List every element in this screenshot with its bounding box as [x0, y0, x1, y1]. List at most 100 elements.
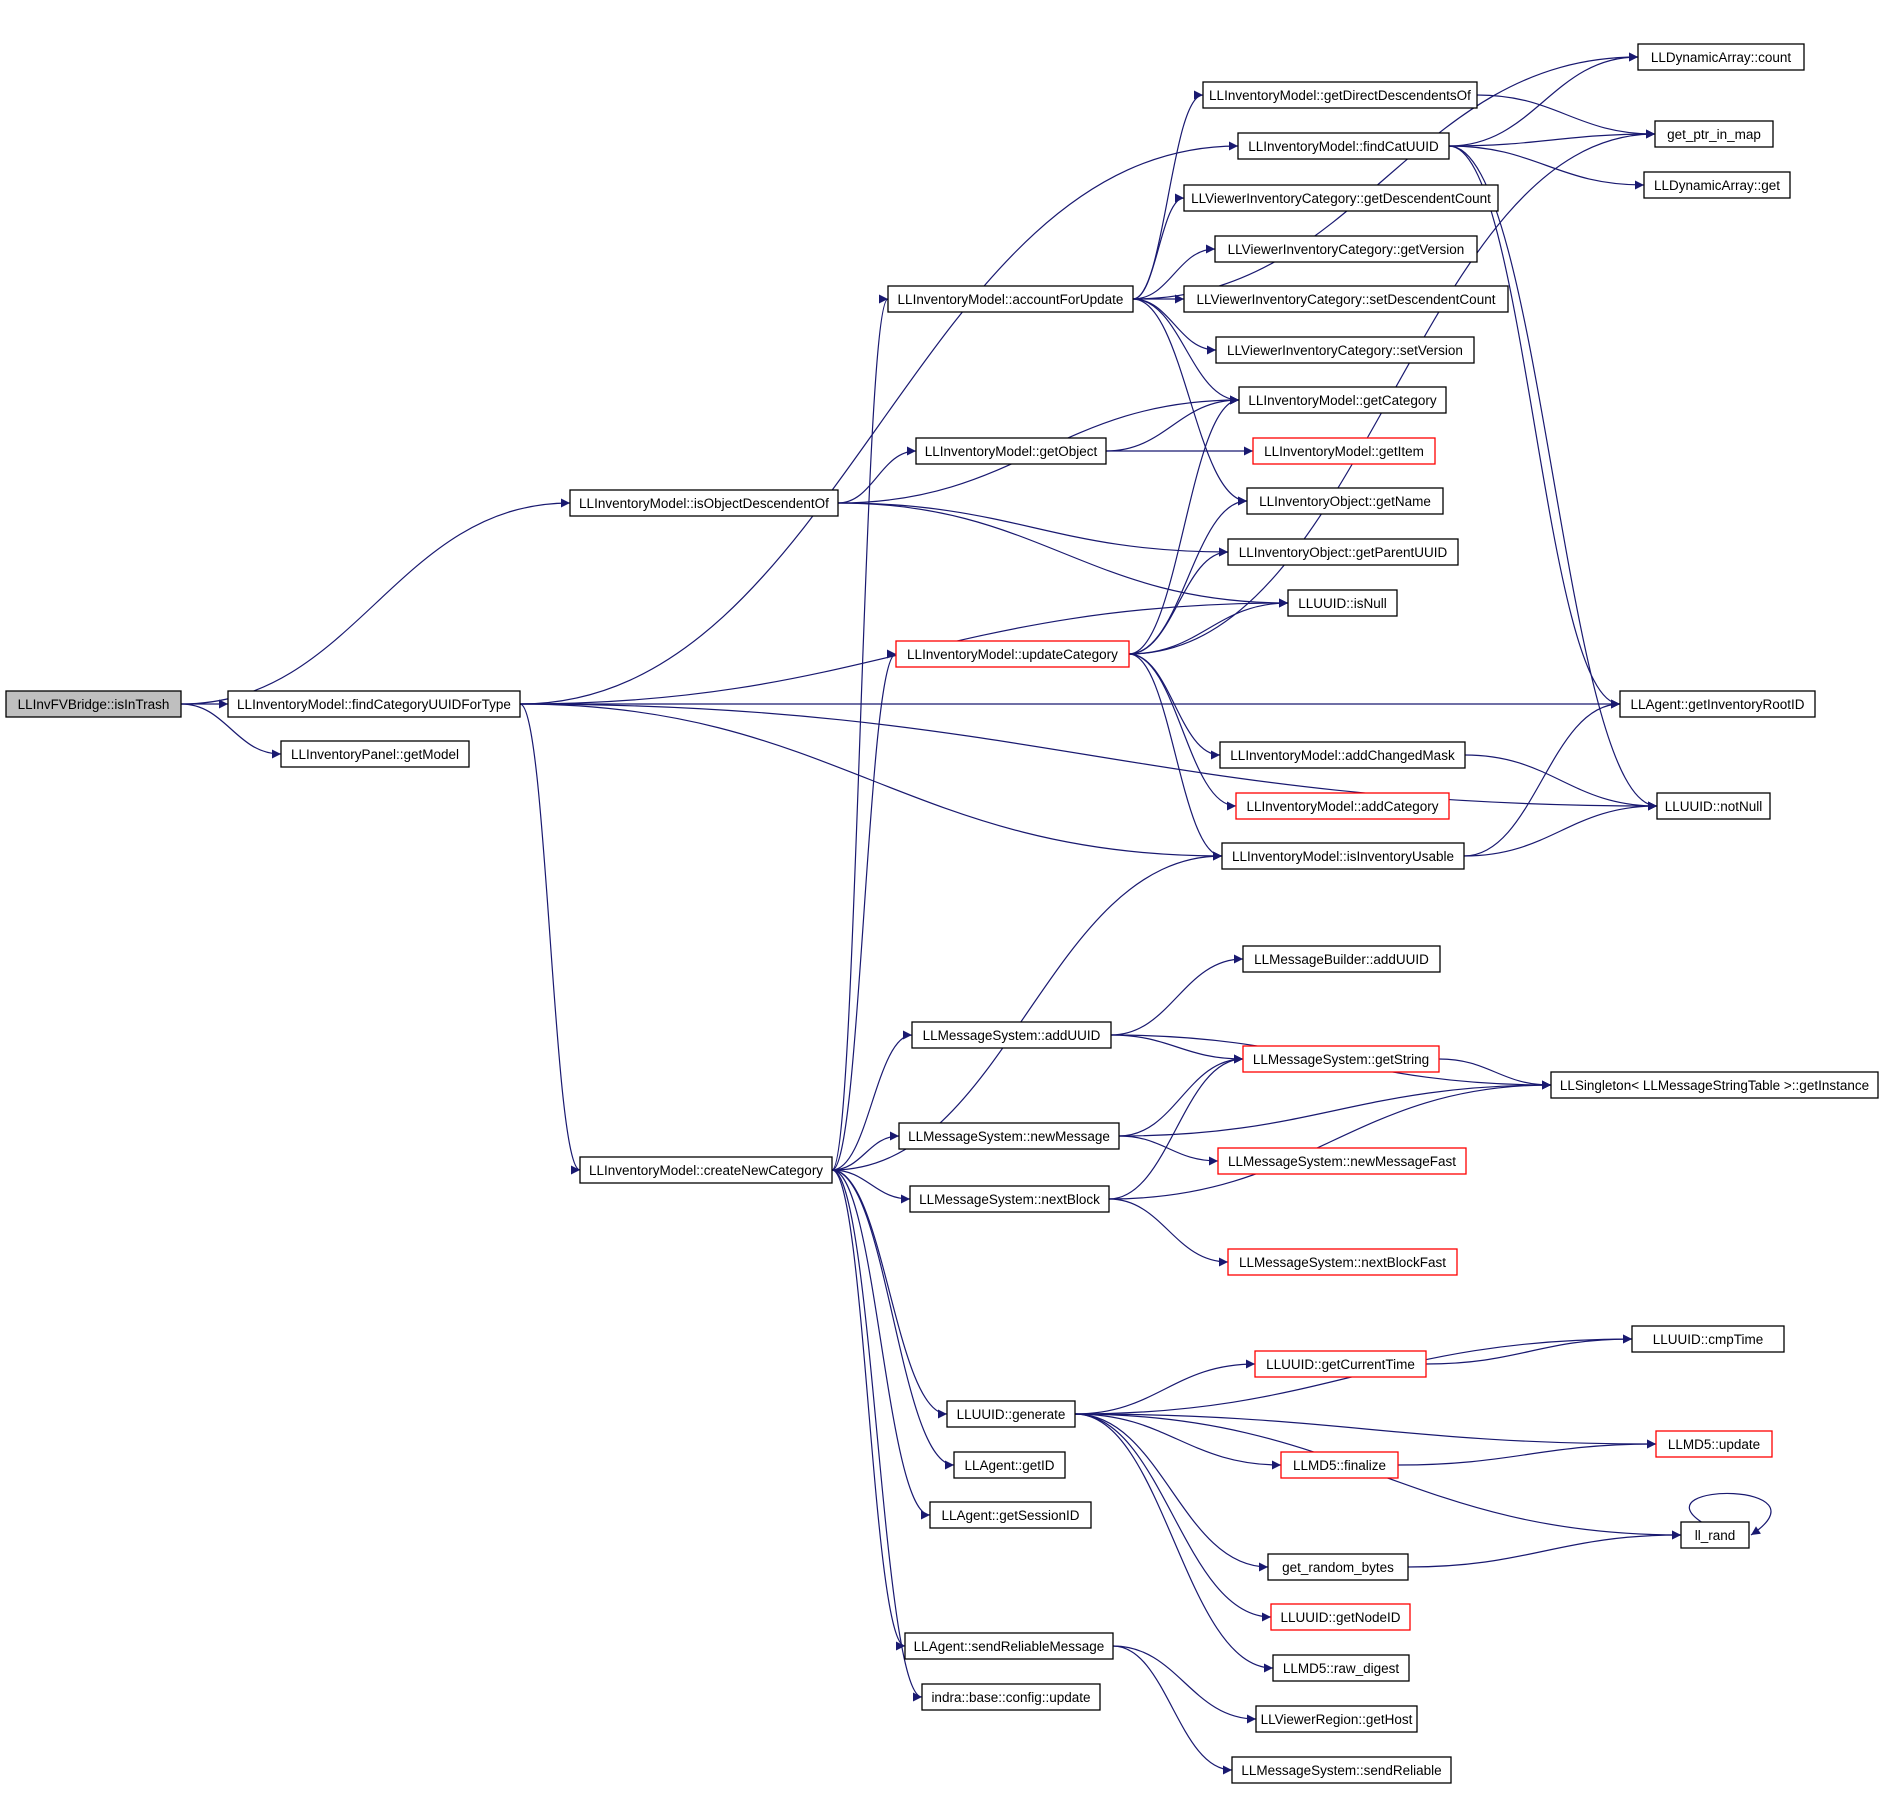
node-box: [1280, 1451, 1399, 1479]
node-uuid-get-node-i-d[interactable]: LLUUID::getNodeID: [1270, 1603, 1411, 1631]
node-md5-finalize[interactable]: LLMD5::finalize: [1280, 1451, 1399, 1479]
edge-updateCategory-to-getCategory: [1128, 395, 1240, 655]
edge-uuidGenerate-to-md5Finalize: [1074, 1413, 1282, 1470]
node-is-obj-desc[interactable]: LLInventoryModel::isObjectDescendentOf: [569, 489, 839, 517]
edge-getObject-to-getCategory: [1105, 395, 1240, 452]
node-vic-get-version[interactable]: LLViewerInventoryCategory::getVersion: [1214, 235, 1478, 263]
edge-accountForUpdate-to-vicGetDescCount: [1132, 193, 1185, 300]
edge-findCatType-to-uuidNotNull: [519, 703, 1658, 811]
node-uuid-is-null[interactable]: LLUUID::isNull: [1287, 589, 1398, 617]
node-box: [1631, 1325, 1785, 1353]
node-find-cat-type[interactable]: LLInventoryModel::findCategoryUUIDForTyp…: [227, 690, 521, 718]
node-get-random-bytes[interactable]: get_random_bytes: [1267, 1553, 1409, 1581]
node-msg-add-u-u-i-d[interactable]: LLMessageSystem::addUUID: [911, 1021, 1112, 1049]
edge-isObjDesc-to-getObject: [837, 446, 917, 504]
node-label: LLMD5::finalize: [1293, 1458, 1386, 1473]
node-label: LLInventoryModel::findCategoryUUIDForTyp…: [237, 697, 511, 712]
node-agent-get-session-i-d[interactable]: LLAgent::getSessionID: [929, 1501, 1092, 1529]
node-label: LLUUID::notNull: [1665, 799, 1763, 814]
edge-msgNextBlock-to-singletonGetInst: [1108, 1080, 1552, 1200]
node-add-changed-mask[interactable]: LLInventoryModel::addChangedMask: [1219, 741, 1466, 769]
node-panel-get-model[interactable]: LLInventoryPanel::getModel: [280, 740, 470, 768]
node-root[interactable]: LLInvFVBridge::isInTrash: [5, 690, 182, 718]
node-label: LLMD5::update: [1668, 1437, 1760, 1452]
edge-uuidGetCurTime-to-uuidCmpTime: [1425, 1334, 1633, 1365]
node-vic-set-version[interactable]: LLViewerInventoryCategory::setVersion: [1215, 336, 1475, 364]
node-msg-get-string[interactable]: LLMessageSystem::getString: [1242, 1045, 1440, 1073]
node-add-category[interactable]: LLInventoryModel::addCategory: [1235, 792, 1450, 820]
node-is-inv-usable[interactable]: LLInventoryModel::isInventoryUsable: [1221, 842, 1465, 870]
node-label: LLUUID::getNodeID: [1280, 1610, 1400, 1625]
node-indra-config-update[interactable]: indra::base::config::update: [921, 1683, 1101, 1711]
node-label: LLViewerInventoryCategory::getDescendent…: [1191, 191, 1491, 206]
node-msg-new-message[interactable]: LLMessageSystem::newMessage: [898, 1122, 1120, 1150]
node-label: LLInventoryModel::addChangedMask: [1230, 748, 1455, 763]
node-label: LLDynamicArray::count: [1651, 50, 1792, 65]
node-msg-next-block[interactable]: LLMessageSystem::nextBlock: [909, 1185, 1110, 1213]
node-find-cat-u-u-i-d[interactable]: LLInventoryModel::findCatUUID: [1237, 132, 1450, 160]
node-msg-builder-add-u-u-i-d[interactable]: LLMessageBuilder::addUUID: [1242, 945, 1441, 973]
node-vic-set-desc-count[interactable]: LLViewerInventoryCategory::setDescendent…: [1183, 285, 1509, 313]
node-label: LLUUID::generate: [957, 1407, 1066, 1422]
edge-getDirectDesc-to-getPtrInMap: [1476, 94, 1656, 139]
node-box: [227, 690, 521, 718]
node-label: LLInvFVBridge::isInTrash: [18, 697, 170, 712]
node-msg-next-block-fast[interactable]: LLMessageSystem::nextBlockFast: [1227, 1248, 1458, 1276]
node-get-category[interactable]: LLInventoryModel::getCategory: [1238, 386, 1447, 414]
edge-isObjDesc-to-objGetParent: [837, 502, 1229, 557]
node-label: LLMessageSystem::nextBlock: [919, 1192, 1100, 1207]
node-singleton-get-inst[interactable]: LLSingleton< LLMessageStringTable >::get…: [1550, 1071, 1879, 1099]
node-uuid-not-null[interactable]: LLUUID::notNull: [1656, 792, 1771, 820]
node-label: LLAgent::getInventoryRootID: [1630, 697, 1804, 712]
node-label: LLInventoryModel::getDirectDescendentsOf: [1209, 88, 1471, 103]
node-label: LLInventoryObject::getParentUUID: [1239, 545, 1448, 560]
node-box: [1643, 171, 1791, 199]
edge-uuidGenerate-to-uuidGetCurTime: [1074, 1359, 1256, 1415]
node-box: [1227, 1248, 1458, 1276]
node-region-get-host[interactable]: LLViewerRegion::getHost: [1255, 1705, 1418, 1733]
node-get-direct-desc[interactable]: LLInventoryModel::getDirectDescendentsOf: [1202, 81, 1478, 109]
node-box: [1619, 690, 1816, 718]
node-ll-rand[interactable]: ll_rand: [1680, 1521, 1750, 1549]
node-label: LLSingleton< LLMessageStringTable >::get…: [1560, 1078, 1869, 1093]
node-box: [953, 1451, 1066, 1479]
node-label: LLInventoryModel::updateCategory: [907, 647, 1118, 662]
node-box: [911, 1021, 1112, 1049]
node-label: LLInventoryModel::addCategory: [1246, 799, 1438, 814]
edge-findCatType-to-findCatUUID: [519, 141, 1239, 705]
edge-findCatUUID-to-dynGet: [1448, 145, 1645, 190]
node-get-ptr-in-map[interactable]: get_ptr_in_map: [1654, 120, 1774, 148]
node-box: [1252, 437, 1436, 465]
node-create-new-cat[interactable]: LLInventoryModel::createNewCategory: [579, 1156, 833, 1184]
node-dyn-get[interactable]: LLDynamicArray::get: [1643, 171, 1791, 199]
edge-createNewCat-to-isInvUsable: [831, 851, 1223, 1171]
node-msg-send-reliable[interactable]: LLMessageSystem::sendReliable: [1231, 1756, 1452, 1784]
node-obj-get-name[interactable]: LLInventoryObject::getName: [1246, 487, 1444, 515]
node-get-object[interactable]: LLInventoryModel::getObject: [915, 437, 1107, 465]
node-box: [929, 1501, 1092, 1529]
node-md5-update[interactable]: LLMD5::update: [1655, 1430, 1773, 1458]
edge-msgNextBlock-to-msgNextBlockFast: [1108, 1198, 1229, 1267]
node-dyn-count[interactable]: LLDynamicArray::count: [1637, 43, 1805, 71]
edge-isObjDesc-to-uuidIsNull: [837, 502, 1289, 608]
node-box: [946, 1400, 1076, 1428]
node-agent-get-inv-root[interactable]: LLAgent::getInventoryRootID: [1619, 690, 1816, 718]
node-update-category[interactable]: LLInventoryModel::updateCategory: [895, 640, 1130, 668]
edge-createNewCat-to-agentGetID: [831, 1169, 955, 1470]
node-account-for-update[interactable]: LLInventoryModel::accountForUpdate: [887, 285, 1134, 313]
node-uuid-generate[interactable]: LLUUID::generate: [946, 1400, 1076, 1428]
node-agent-send-reliable[interactable]: LLAgent::sendReliableMessage: [904, 1632, 1114, 1660]
edge-updateCategory-to-addCategory: [1128, 653, 1237, 811]
node-agent-get-i-d[interactable]: LLAgent::getID: [953, 1451, 1066, 1479]
node-obj-get-parent[interactable]: LLInventoryObject::getParentUUID: [1227, 538, 1459, 566]
node-msg-new-message-fast[interactable]: LLMessageSystem::newMessageFast: [1217, 1147, 1467, 1175]
node-uuid-get-cur-time[interactable]: LLUUID::getCurrentTime: [1254, 1350, 1427, 1378]
node-get-item[interactable]: LLInventoryModel::getItem: [1252, 437, 1436, 465]
node-uuid-cmp-time[interactable]: LLUUID::cmpTime: [1631, 1325, 1785, 1353]
node-label: LLViewerInventoryCategory::getVersion: [1228, 242, 1465, 257]
node-md5-raw-digest[interactable]: LLMD5::raw_digest: [1272, 1654, 1410, 1682]
node-vic-get-desc-count[interactable]: LLViewerInventoryCategory::getDescendent…: [1183, 184, 1499, 212]
edge-findCatUUID-to-agentGetInvRoot: [1448, 145, 1621, 709]
node-label: LLMD5::raw_digest: [1283, 1661, 1400, 1676]
edge-updateCategory-to-objGetName: [1128, 496, 1248, 655]
